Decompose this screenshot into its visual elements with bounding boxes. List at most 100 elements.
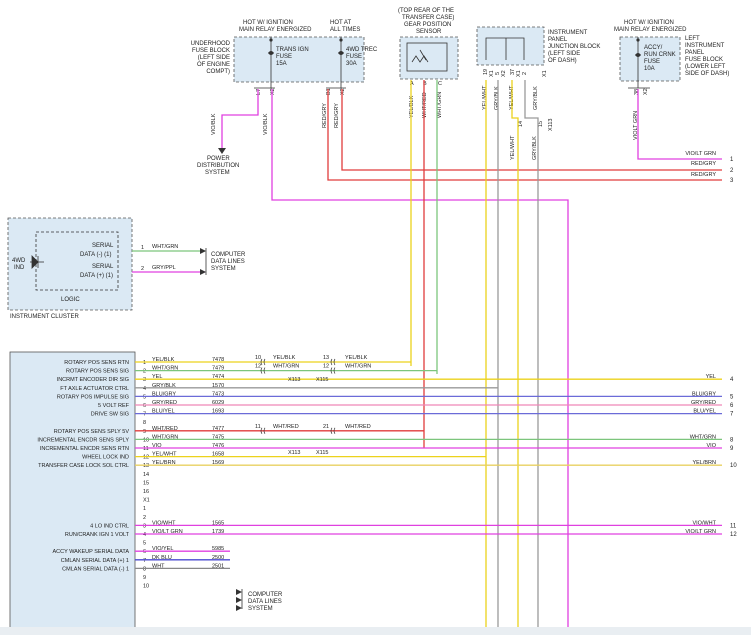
module-pin: 6 bbox=[143, 549, 146, 555]
module-signal-label: RUN/CRANK IGN 1 VOLT bbox=[65, 532, 130, 538]
module-wire-color: WHT/GRN bbox=[152, 366, 178, 372]
conn-x113-a: X113 bbox=[288, 377, 300, 383]
module-wire-color: DK BLU bbox=[152, 555, 172, 561]
cluster-serial-plus-2: DATA (+) (1) bbox=[80, 273, 113, 279]
ipjb-label-3: JUNCTION BLOCK bbox=[548, 44, 600, 50]
fuse2-line2: FUSE bbox=[346, 54, 362, 60]
module-circuit: 6029 bbox=[212, 400, 224, 406]
module-pin: 13 bbox=[143, 463, 149, 469]
module-junction-wire-2: WHT/GRN bbox=[345, 364, 371, 370]
module-junction-2: 13 bbox=[323, 355, 329, 361]
ipjb-pin-14: 14 bbox=[518, 121, 524, 127]
underhood-fuse-block: HOT W/ IGNITION MAIN RELAY ENERGIZED HOT… bbox=[191, 20, 378, 176]
ipjb-pin-5: 5 bbox=[495, 72, 501, 75]
ipjb-label-5: OF DASH) bbox=[548, 58, 577, 64]
module-signal-label: INCREMENTAL ENCDR SENS RTN bbox=[40, 446, 129, 452]
module-wire-color: YEL/BLK bbox=[152, 357, 175, 363]
module-circuit: 7476 bbox=[212, 443, 224, 449]
module-inline-connector-icon bbox=[260, 427, 336, 434]
module-pin: 3 bbox=[143, 523, 146, 529]
sensor-label-3: GEAR POSITION bbox=[404, 22, 451, 28]
module-circuit: 7474 bbox=[212, 374, 224, 380]
underhood-label-5: COMPT) bbox=[206, 69, 230, 75]
module-signal-label: ROTARY POS SENS SPLY 5V bbox=[54, 429, 130, 435]
module-pin: 1 bbox=[143, 360, 146, 366]
module-pin: 3 bbox=[143, 377, 146, 383]
sensor-wiper bbox=[419, 49, 427, 61]
module-junction-wire-2: WHT/RED bbox=[345, 424, 371, 430]
module-arrow-icon bbox=[236, 589, 242, 611]
module-circuit: 1693 bbox=[212, 409, 224, 415]
fuse2-line3: 30A bbox=[346, 61, 357, 67]
cluster-serial-minus-2: DATA (-) (1) bbox=[80, 252, 111, 258]
underhood-label-1: UNDERHOOD bbox=[191, 41, 231, 47]
wire-vio-blk-long bbox=[271, 89, 569, 635]
pin-l7: L7 bbox=[256, 89, 262, 95]
cluster-title: INSTRUMENT CLUSTER bbox=[10, 314, 80, 320]
hot-all-line2: ALL TIMES bbox=[330, 27, 360, 33]
lipfb-box bbox=[619, 36, 681, 82]
top-right-num-3: 3 bbox=[730, 178, 734, 184]
module-right-wire-label: YEL/BRN bbox=[692, 460, 716, 466]
pin-x2a: X2 bbox=[270, 88, 276, 95]
cluster-serial-minus-1: SERIAL bbox=[92, 243, 114, 249]
underhood-label-3: (LEFT SIDE bbox=[198, 55, 230, 61]
module-circuit: 5985 bbox=[212, 546, 224, 552]
lipfb-label-1: LEFT bbox=[685, 36, 700, 42]
module-right-num: 5 bbox=[730, 394, 734, 400]
lipfb-label-2: INSTRUMENT bbox=[685, 43, 725, 49]
module-signal-label: WHEEL LOCK IND bbox=[82, 455, 129, 461]
wire-red-gry-2 bbox=[341, 89, 722, 171]
module-right-num: 6 bbox=[730, 403, 734, 409]
module-circuit: 1565 bbox=[212, 520, 224, 526]
sensor-resistor-icon bbox=[411, 55, 429, 63]
conn-x115-b: X115 bbox=[316, 450, 328, 456]
lipfb-hot-1: HOT W/ IGNITION bbox=[624, 20, 674, 26]
ipjb-wire-4: GRY/BLK bbox=[533, 86, 539, 110]
conn-x113-b: X113 bbox=[288, 450, 300, 456]
cluster-ind-2: IND bbox=[14, 265, 25, 271]
lipfb-hot-2: MAIN RELAY ENERGIZED bbox=[614, 27, 687, 33]
fuse1-line3: 15A bbox=[276, 61, 287, 67]
module-pin: 5 bbox=[143, 394, 146, 400]
wire-vio-ltgrn-1 bbox=[637, 89, 722, 160]
module-pin: 4 bbox=[143, 386, 146, 392]
lipfb-pin-x2: X2 bbox=[643, 88, 649, 95]
module-wire-color: YEL bbox=[152, 374, 162, 380]
module-circuit: 2500 bbox=[212, 555, 224, 561]
conn-x115-a: X115 bbox=[316, 377, 328, 383]
module-junction-wire-1: YEL/BLK bbox=[273, 355, 296, 361]
module-right-wire-label: WHT/GRN bbox=[690, 434, 716, 440]
ipjb-x-3: X1 bbox=[516, 70, 522, 77]
lipfb-fuse-symbol bbox=[635, 53, 641, 57]
module-signal-label: TRANSFER CASE LOCK SOL CTRL bbox=[38, 463, 129, 469]
sensor-label-1: (TOP REAR OF THE bbox=[398, 8, 454, 14]
cluster-pin-1: 1 bbox=[141, 245, 144, 251]
module-wire-color: VIO/WHT bbox=[152, 520, 176, 526]
sensor-label-4: SENSOR bbox=[416, 29, 442, 35]
module-signal-label: CMLAN SERIAL DATA (+) 1 bbox=[61, 558, 129, 564]
lipfb-pin-38: 38 bbox=[634, 89, 640, 95]
pin-b1: B1 bbox=[326, 88, 332, 95]
module-signal-label: CMLAN SERIAL DATA (-) 1 bbox=[62, 566, 129, 572]
module-junction-1: 11 bbox=[255, 424, 261, 430]
module-box bbox=[9, 351, 136, 635]
cluster-arrow-icon bbox=[200, 248, 206, 275]
ipjb-x-2: X2 bbox=[501, 70, 507, 77]
ipjb-internal-splice bbox=[485, 37, 525, 60]
module-pin: 9 bbox=[143, 429, 146, 435]
module-right-wire-label: VIO bbox=[707, 443, 717, 449]
module-circuit: 1570 bbox=[212, 383, 224, 389]
fuse2-symbol bbox=[338, 51, 344, 55]
module-pin: 9 bbox=[143, 575, 146, 581]
module-wire-color: WHT/RED bbox=[152, 426, 178, 432]
cluster-ind-1: 4WD bbox=[12, 258, 26, 264]
module-pin: 2 bbox=[143, 515, 146, 521]
instrument-cluster: 4WD IND LOGIC INSTRUMENT CLUSTER SERIAL … bbox=[7, 217, 246, 320]
ipjb-label-2: PANEL bbox=[548, 37, 568, 43]
top-right-num-1: 1 bbox=[730, 157, 734, 163]
module-junction-wire-1: WHT/RED bbox=[273, 424, 299, 430]
module-pin: 11 bbox=[143, 446, 149, 452]
cluster-box bbox=[7, 217, 133, 311]
